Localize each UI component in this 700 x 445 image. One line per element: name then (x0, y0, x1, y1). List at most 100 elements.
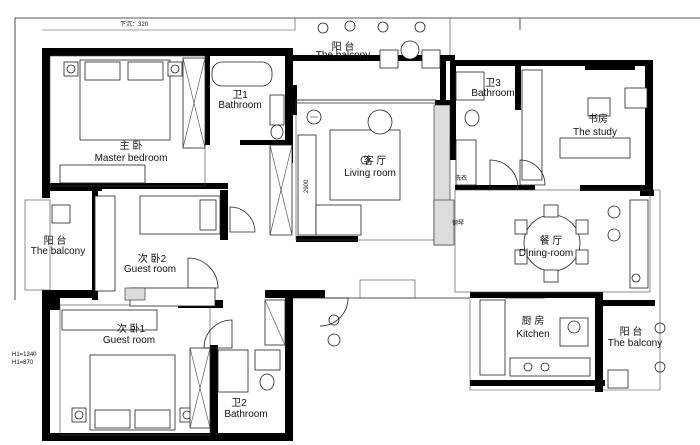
bookshelf (521, 69, 543, 181)
door-swing (489, 159, 519, 189)
bathroom-2-en: Bathroom (224, 409, 267, 420)
pillow (127, 61, 164, 81)
bathroom-2-cn: 卫2 (231, 398, 247, 409)
wall (640, 190, 654, 196)
chair (543, 204, 559, 218)
wall (42, 433, 292, 441)
wall (450, 60, 456, 160)
door-swing (229, 206, 256, 233)
tv-cabinet (297, 134, 317, 236)
chair (587, 97, 611, 117)
balcony-left-en: The balcony (31, 246, 85, 257)
master-bedroom-cn: 主 卧 (120, 139, 143, 152)
door-swing (519, 159, 546, 186)
shower (455, 71, 485, 101)
wall (210, 345, 218, 440)
lamp-icon (74, 410, 84, 420)
chair (421, 49, 441, 69)
plant-icon (377, 21, 389, 33)
sideboard (629, 199, 649, 289)
wall (285, 298, 293, 441)
door-swing (203, 319, 233, 349)
chair (379, 49, 399, 69)
counter (359, 279, 416, 299)
bathroom-3-en: Bathroom (471, 88, 514, 99)
wall (42, 290, 92, 298)
plant-icon (414, 21, 426, 33)
balcony-right-cn: 阳 台 (620, 325, 643, 338)
washer-cabinet (455, 139, 477, 186)
lamp-icon (631, 273, 641, 283)
nightstand (167, 61, 183, 77)
living-room-cn: 客 厅 (364, 154, 387, 167)
pillow (94, 409, 131, 429)
wall (515, 60, 521, 110)
top-note: 下沉：320 (120, 20, 149, 28)
cabinet-hatch (269, 144, 293, 236)
nightstand (63, 61, 79, 77)
balcony-top-en: The balcony (316, 50, 370, 61)
wall (290, 85, 297, 115)
wall (580, 185, 653, 191)
rug (329, 129, 401, 201)
wall (435, 100, 453, 106)
wall (293, 55, 455, 61)
plant-icon (654, 322, 666, 334)
fridge (559, 317, 589, 347)
person-icon (328, 314, 340, 326)
wall (42, 48, 292, 56)
desk (559, 137, 631, 159)
chair (575, 249, 589, 265)
plant-icon (607, 228, 621, 242)
wall (265, 290, 325, 298)
wall (42, 298, 50, 438)
guest-room-2-en: Guest room (124, 264, 176, 275)
wall (296, 236, 358, 242)
guest-room-1-en: Guest room (103, 335, 155, 346)
wall (42, 188, 50, 198)
piano (433, 199, 455, 246)
chair (543, 269, 559, 283)
wall (285, 48, 293, 163)
dining-room-en: Dining-room (519, 248, 573, 259)
tea-table (400, 40, 420, 60)
lamp-icon (170, 64, 180, 74)
wall (585, 60, 635, 70)
washer-label: 洗衣 (455, 174, 467, 182)
toilet (464, 109, 480, 127)
chair (51, 204, 71, 224)
outline-top-left (42, 18, 296, 31)
balcony-left-cn: 阳 台 (44, 234, 67, 247)
study-cn: 书房 (588, 112, 608, 125)
bathroom-1-cn: 卫1 (232, 90, 248, 101)
study-en: The study (573, 127, 617, 138)
pillow (84, 61, 121, 81)
wall (450, 60, 650, 66)
balcony-right-en: The balcony (608, 338, 662, 349)
wall (48, 298, 60, 310)
lamp-icon (66, 64, 76, 74)
cabinet-hatch (264, 299, 286, 346)
toilet (259, 373, 275, 391)
person-icon (327, 333, 341, 347)
site-boundary (14, 17, 700, 300)
shower (217, 349, 249, 393)
outline-kitchen-bottom (469, 300, 600, 391)
room-outline (454, 189, 651, 293)
lamp-icon (360, 155, 370, 165)
dining-room-cn: 餐 厅 (540, 234, 563, 247)
side-note-1: H1=1340 (12, 352, 37, 358)
cabinet-hatch (124, 287, 146, 301)
chair (514, 219, 528, 235)
toilet (270, 124, 284, 140)
guest-room-1-cn: 次 卧1 (117, 322, 146, 335)
guest-room-2-cn: 次 卧2 (138, 252, 167, 265)
bathroom-1-en: Bathroom (218, 100, 261, 111)
balcony-top-cn: 阳 台 (332, 40, 355, 53)
ceiling-dimension: 2900 (304, 179, 310, 193)
dresser (59, 164, 146, 184)
plant-icon (306, 109, 322, 125)
side-table (367, 109, 393, 135)
sink (269, 94, 285, 126)
